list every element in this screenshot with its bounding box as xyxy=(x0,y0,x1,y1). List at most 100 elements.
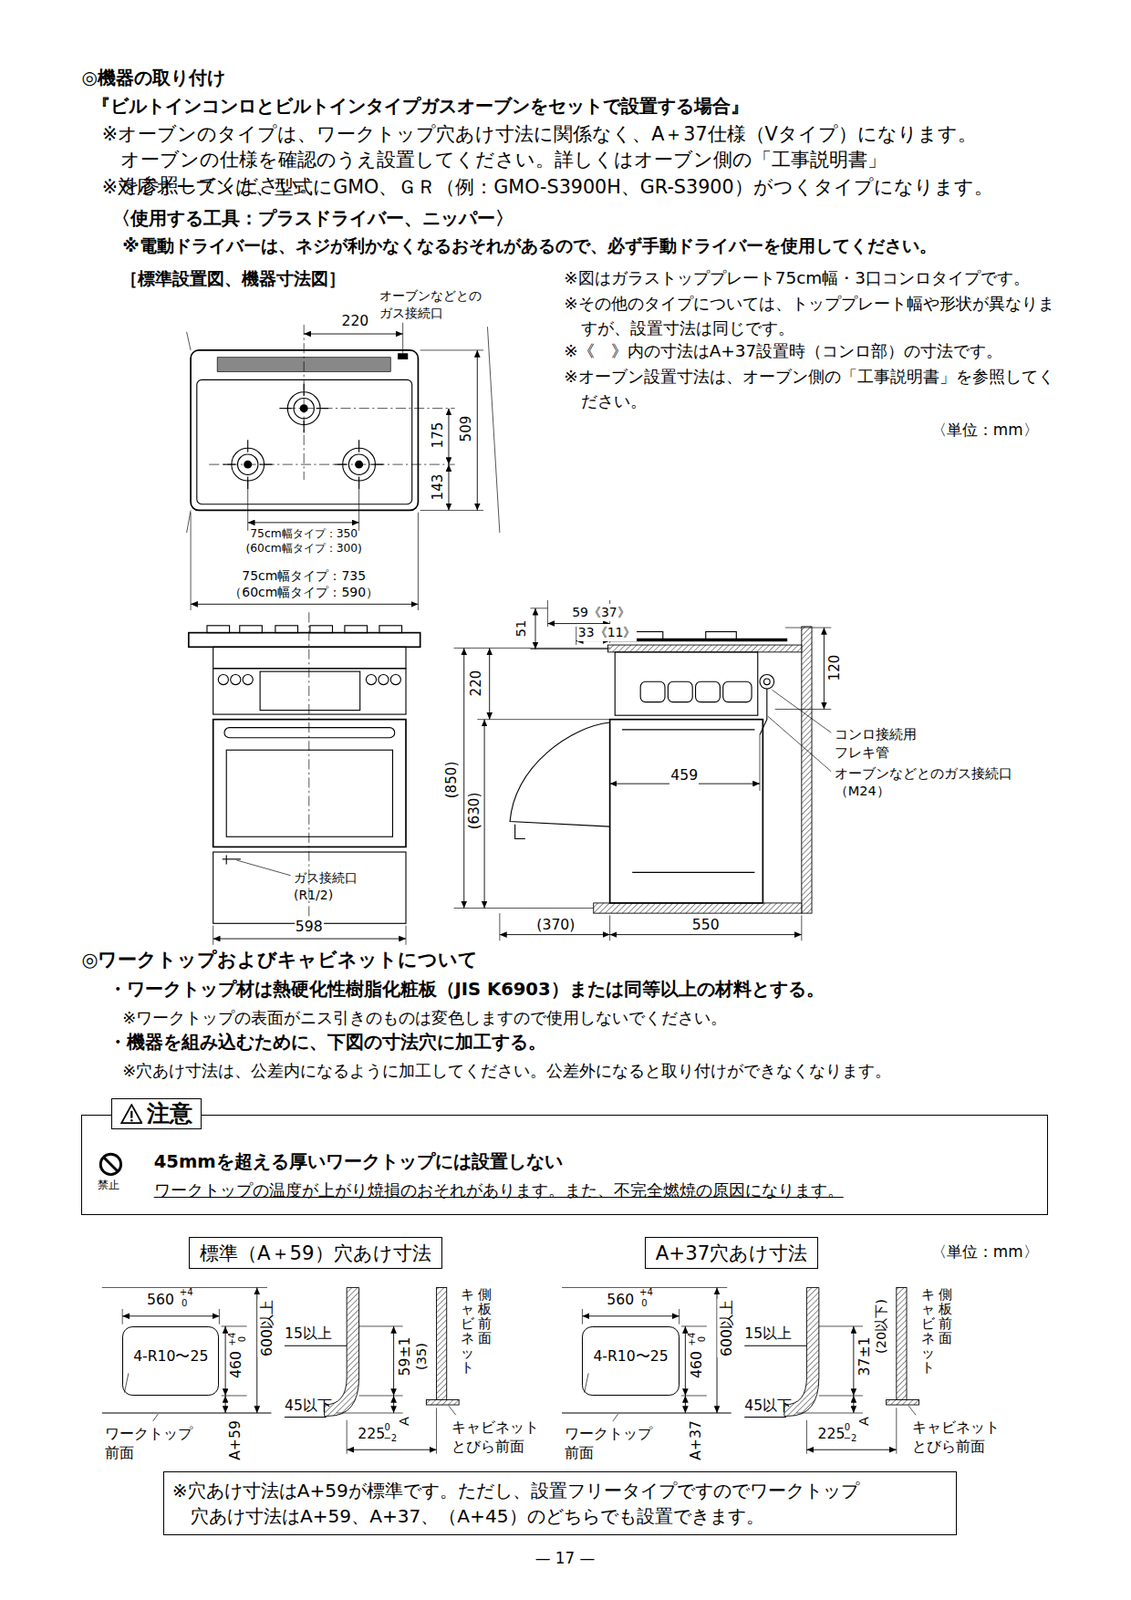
text-line: ※その他のタイプについては、トッププレート幅や形状が異なりますが、設置寸法は同じ… xyxy=(563,291,1064,342)
text-line: 〈単位：mm〉 xyxy=(931,1241,1039,1263)
text-line: 45以下 xyxy=(744,1395,792,1415)
dimension-value: 175 xyxy=(427,421,447,450)
text-line: 0 xyxy=(696,1336,710,1342)
caution-body: ワークトップの温度が上がり焼損のおそれがあります。また、不完全燃焼の原因になりま… xyxy=(154,1178,1028,1203)
text-line: ［標準設置図、機器寸法図］ xyxy=(120,267,346,291)
dimension-value: 225 xyxy=(356,1423,386,1443)
caution-heading: 注意 xyxy=(146,1099,193,1129)
heading-box: 標準（A＋59）穴あけ寸法 xyxy=(188,1236,443,1269)
dimension-value: (35) xyxy=(413,1341,432,1371)
text-line: 15以上 xyxy=(284,1323,333,1343)
text-line: 〈使用する工具：プラスドライバー、ニッパー〉 xyxy=(112,207,514,231)
text-line: オーブンなどとの ガス接続口 xyxy=(379,287,482,322)
text-line: ◎ワークトップおよびキャビネットについて xyxy=(81,947,478,974)
text-line: 側板前面 xyxy=(938,1286,953,1346)
prohibition-icon xyxy=(98,1151,124,1177)
text-line: ※オーブン設置寸法は、オーブン側の「工事説明書」を参照してください。 xyxy=(563,364,1064,415)
dimension-value: 220 xyxy=(466,669,486,698)
text-line: 0 xyxy=(641,1297,647,1310)
text-line: キャビネット とびら前面 xyxy=(451,1417,540,1456)
text-line: ※ワークトップの表面がニス引きのものは変色しますので使用しないでください。 xyxy=(122,1006,727,1029)
dimension-value: (850) xyxy=(442,760,461,800)
caution-box: 注意禁止45mmを超える厚いワークトップには設置しないワークトップの温度が上がり… xyxy=(81,1114,1048,1215)
dimension-value: 75cm幅タイプ：735 xyxy=(240,567,367,585)
text-line: 『ビルトインコンロとビルトインタイプガスオーブンをセットで設置する場合』 xyxy=(92,93,749,119)
text-line: +4 xyxy=(179,1286,194,1299)
caution-text: 45mmを超える厚いワークトップには設置しない xyxy=(154,1150,1028,1174)
dimension-value: (630) xyxy=(465,791,484,831)
radius-note: 4-R10〜25 xyxy=(133,1347,208,1366)
text-line: −2 xyxy=(383,1431,397,1445)
text-line: ※対応オーブンは、型式にGMO、ＧＲ（例：GMO-S3900H、GR-S3900… xyxy=(102,175,994,201)
text-line: ガス接続口 (R1/2) xyxy=(293,869,358,904)
text-line: ※電動ドライバーは、ネジが利かなくなるおそれがあるので、必ず手動ドライバーを使用… xyxy=(122,234,936,259)
dimension-value: 220 xyxy=(340,311,370,331)
dimension-value: 600以上 xyxy=(717,1298,737,1358)
text-line: 側板前面 xyxy=(477,1286,492,1346)
text-line: 560 xyxy=(606,1289,634,1309)
note-text: ※穴あけ寸法はA+59が標準です。ただし、設置フリータイプですのでワークトップ … xyxy=(172,1477,948,1529)
dimension-value: 120 xyxy=(824,653,843,683)
dimension-value: 600以上 xyxy=(257,1298,277,1358)
caution-tab: 注意 xyxy=(111,1098,202,1130)
text-line: 560 xyxy=(146,1289,175,1309)
dimension-value: A+37 xyxy=(685,1419,706,1462)
text-line: +4 xyxy=(685,1332,699,1347)
dimension-value: A+59 xyxy=(226,1419,246,1462)
text-line: 0 xyxy=(236,1336,250,1342)
text-line: ・ワークトップ材は熱硬化性樹脂化粧板（JIS K6903）または同等以上の材料と… xyxy=(108,977,825,1002)
prohibition-label: 禁止 xyxy=(97,1178,120,1193)
text-line: 〈単位：mm〉 xyxy=(931,419,1039,441)
dimension-value: (60cm幅タイプ：300) xyxy=(244,540,363,557)
text-line: ワークトップ 前面 xyxy=(564,1423,653,1463)
text-line: 15以上 xyxy=(744,1323,792,1343)
dimension-value: 59±1 xyxy=(394,1336,415,1378)
text-line: 0 xyxy=(844,1421,851,1434)
text-line: コンロ接続用 フレキ管 xyxy=(834,726,917,762)
text-line: ※穴あけ寸法は、公差内になるように加工してください。公差外になると取り付けができ… xyxy=(122,1059,892,1082)
heading-text: 標準（A＋59）穴あけ寸法 xyxy=(199,1240,432,1267)
cutout-outline: 4-R10〜25 xyxy=(122,1326,219,1396)
cutout-outline: 4-R10〜25 xyxy=(581,1326,679,1396)
dimension-value: 460 xyxy=(227,1349,247,1380)
heading-text: A+37穴あけ寸法 xyxy=(655,1240,808,1267)
text-line: ※図はガラストッププレート75cm幅・3口コンロタイプです。 xyxy=(563,267,1030,291)
dimension-value: 550 xyxy=(691,914,721,934)
text-line: 45以下 xyxy=(284,1395,333,1415)
text-line: +4 xyxy=(639,1286,654,1299)
dimension-value: 59《37》 xyxy=(570,603,632,622)
text-line: 0 xyxy=(384,1421,391,1434)
text-line: ・機器を組み込むために、下図の寸法穴に加工する。 xyxy=(108,1030,547,1055)
dimension-value: 459 xyxy=(669,765,699,785)
text-line: オーブンなどとのガス接続口 （M24） xyxy=(834,765,1013,801)
note-box: ※穴あけ寸法はA+59が標準です。ただし、設置フリータイプですのでワークトップ … xyxy=(163,1471,957,1536)
warning-triangle xyxy=(120,1103,144,1124)
text-line: キャビネット xyxy=(460,1286,475,1375)
dimension-value: 509 xyxy=(456,414,476,443)
dimension-value: 51 xyxy=(513,619,532,639)
dimension-value: (370) xyxy=(535,914,576,934)
text-line: +4 xyxy=(226,1332,239,1347)
dimension-value: 598 xyxy=(294,916,324,936)
dimension-value: 33《11》 xyxy=(577,623,638,642)
text-line: — 17 — xyxy=(535,1547,596,1569)
dimension-value: (20以下) xyxy=(872,1297,892,1355)
dimension-value: 143 xyxy=(427,473,447,502)
text-line: キャビネット とびら前面 xyxy=(912,1417,1000,1456)
dimension-value: 75cm幅タイプ：350 xyxy=(249,526,359,542)
dimension-value: A xyxy=(395,1415,415,1427)
heading-box: A+37穴あけ寸法 xyxy=(644,1236,820,1269)
text-line: 0 xyxy=(181,1297,187,1310)
section-heading: ◎機器の取り付け xyxy=(81,65,226,91)
text-line: ワークトップ 前面 xyxy=(104,1423,193,1463)
dimension-value: （60cm幅タイプ：590） xyxy=(228,583,380,602)
text-line: −2 xyxy=(843,1431,858,1445)
dimension-value: 37±1 xyxy=(855,1336,875,1378)
text-line: キャビネット xyxy=(921,1286,935,1375)
dimension-value: A xyxy=(855,1415,874,1427)
dimension-value: 460 xyxy=(686,1349,706,1380)
dimension-value: 225 xyxy=(817,1423,847,1443)
radius-note: 4-R10〜25 xyxy=(592,1347,668,1366)
text-line: ※《 》内の寸法はA+37設置時（コンロ部）の寸法です。 xyxy=(563,340,1003,364)
